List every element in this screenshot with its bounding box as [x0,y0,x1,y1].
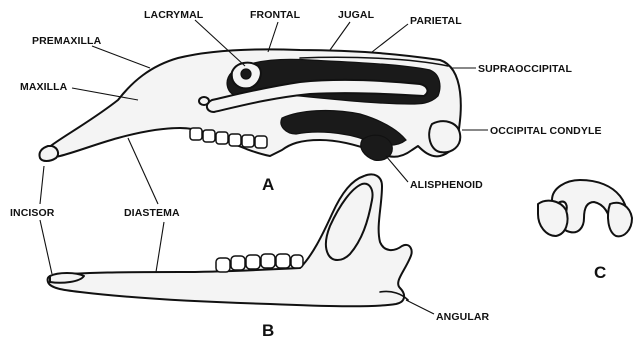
figure-letter-b: B [262,321,274,340]
skull-lateral-view [39,49,460,161]
upper-incisor [39,146,58,161]
leader-incisor-upper [40,166,44,204]
label-frontal: FRONTAL [250,9,301,21]
condyle-section-left-lobe [538,201,568,236]
mandible-lateral-view [48,174,412,306]
leader-alisphenoid [386,156,408,182]
leader-parietal [372,24,408,52]
label-lacrymal: LACRYMAL [144,9,204,21]
leader-angular [406,300,434,314]
leader-diastema-lower [156,222,164,272]
label-incisor: INCISOR [10,207,55,219]
label-angular: ANGULAR [436,311,490,323]
label-maxilla: MAXILLA [20,81,68,93]
leader-frontal [268,22,278,52]
leader-diastema-upper [128,138,158,204]
occipital-condyle [429,121,460,152]
label-jugal: JUGAL [338,9,375,21]
leader-incisor-lower [40,220,52,274]
label-alisphenoid: ALISPHENOID [410,179,483,191]
label-supraoccipital: SUPRAOCCIPITAL [478,63,572,75]
label-premaxilla: PREMAXILLA [32,35,102,47]
label-parietal: PARIETAL [410,15,462,27]
label-diastema: DIASTEMA [124,207,180,219]
figure-letter-a: A [262,175,274,194]
label-occipital-condyle: OCCIPITAL CONDYLE [490,125,602,137]
alisphenoid-process [361,135,393,160]
leader-premaxilla [92,46,150,68]
condyle-section-right-lobe [608,203,632,237]
infraorbital-foramen [199,97,209,105]
leader-jugal [330,22,350,50]
lacrymal-foramen [241,69,251,79]
condyle-section-view [538,180,632,236]
figure-letter-c: C [594,263,606,282]
